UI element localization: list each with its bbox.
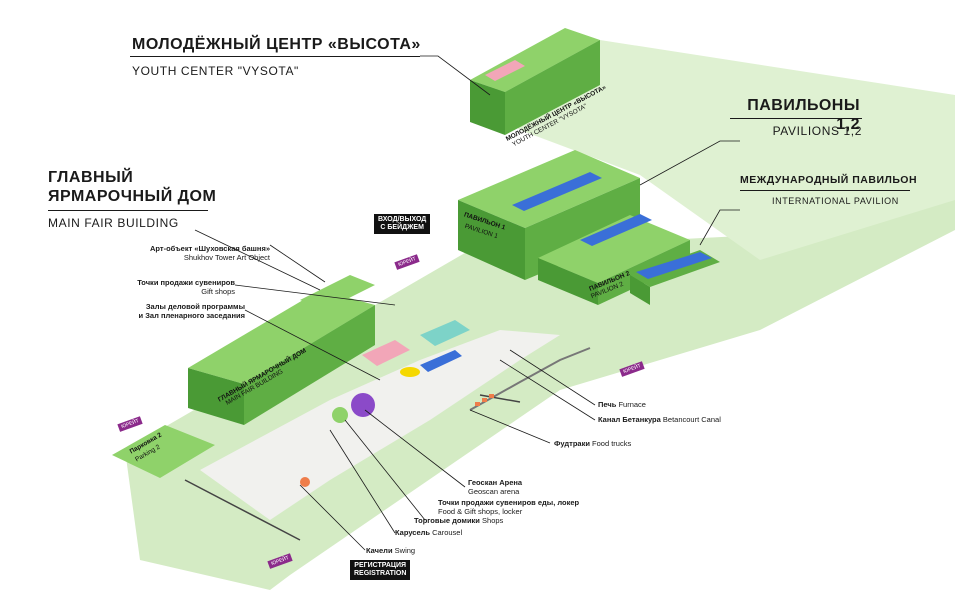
souvenir-ru: Точки продажи сувениров: [137, 278, 235, 287]
food-truck-2: [482, 398, 487, 402]
main-building-title-en: MAIN FAIR BUILDING: [48, 216, 179, 230]
swing-ru: Качели: [366, 546, 393, 555]
plaza-path: [200, 330, 560, 520]
leader-lines: [194, 55, 740, 551]
halls-ru-1: Залы деловой программы: [145, 302, 245, 311]
foodtrucks-callout: Фудтраки Food trucks: [554, 439, 631, 448]
canal-ru: Канал Бетанкура: [598, 415, 661, 424]
entrance-tag: ВХОД/ВЫХОД С БЕЙДЖЕМ: [374, 214, 431, 234]
shops-callout: Торговые домики Shops: [414, 516, 503, 525]
swing: [300, 477, 310, 487]
furnace-en: Furnace: [618, 400, 646, 409]
pavilion-1-top: [458, 150, 640, 228]
divider: [740, 190, 910, 191]
art-object-en: Shukhov Tower Art Object: [183, 253, 270, 262]
carousel-callout: Карусель Carousel: [395, 528, 462, 537]
canal-callout: Канал Бетанкура Betancourt Canal: [598, 415, 721, 424]
international-pavilion-title-en: INTERNATIONAL PAVILION: [772, 196, 899, 206]
registration-tag-line-2: REGISTRATION: [354, 570, 407, 577]
fence: [184, 394, 521, 541]
pavilions-title-ru: ПАВИЛЬОНЫ 1,2: [747, 97, 860, 133]
food-gift-ru: Точки продажи сувениров еды, локер: [438, 498, 580, 507]
pavilion-2-exhibit: [580, 214, 652, 246]
carousel-en: Carousel: [432, 528, 463, 537]
pavilion-1-side: [458, 200, 525, 280]
entrance-tag-line-2: С БЕЙДЖЕМ: [380, 224, 424, 231]
divider: [130, 56, 420, 57]
geoscan-callout: Геоскан Арена Geoscan arena: [468, 478, 522, 496]
furnace-ru: Печь: [598, 400, 617, 409]
divider: [730, 118, 862, 119]
pavilion-2-top: [538, 215, 690, 283]
food-gift-en: Food & Gift shops, locker: [438, 507, 523, 516]
registration-tag: РЕГИСТРАЦИЯ REGISTRATION: [350, 560, 411, 580]
plaza-pink-area: [362, 340, 410, 366]
divider: [48, 210, 208, 211]
main-building-title-ru-1: ГЛАВНЫЙ: [48, 169, 134, 186]
plaza-teal-area: [420, 320, 470, 346]
registration-tag-line-1: РЕГИСТРАЦИЯ: [354, 562, 407, 569]
art-object-callout: Арт-объект «Шуховская башня» Shukhov Tow…: [120, 244, 270, 262]
furnace-callout: Печь Furnace: [598, 400, 646, 409]
international-pavilion-title-ru: МЕЖДУНАРОДНЫЙ ПАВИЛЬОН: [740, 174, 918, 186]
ground-upper: [470, 40, 955, 260]
foodtrucks-en: Food trucks: [592, 439, 632, 448]
main-building-title-ru-2: ЯРМАРОЧНЫЙ ДОМ: [48, 188, 217, 205]
youth-center-side: [470, 80, 505, 135]
youth-center-title-ru: МОЛОДЁЖНЫЙ ЦЕНТР «ВЫСОТА»: [132, 36, 421, 53]
main-building-rear-wing: [300, 275, 375, 310]
plaza-blue-kiosk: [420, 350, 462, 372]
main-building-side: [188, 368, 244, 425]
pavilions-title-en: PAVILIONS 1,2: [772, 124, 862, 138]
shops-ru: Торговые домики: [414, 516, 480, 525]
carousel-ru: Карусель: [395, 528, 431, 537]
canal-en: Betancourt Canal: [662, 415, 721, 424]
swing-en: Swing: [394, 546, 416, 555]
pavilion-2-side: [538, 258, 598, 305]
shops-en: Shops: [482, 516, 504, 525]
food-gift-callout: Точки продажи сувениров еды, локер Food …: [438, 498, 579, 516]
food-truck-1: [475, 402, 480, 406]
main-building-top: [188, 290, 375, 384]
geoscan-arena: [351, 393, 375, 417]
foodtrucks-ru: Фудтраки: [554, 439, 590, 448]
art-object-ru: Арт-объект «Шуховская башня»: [150, 244, 270, 253]
swing-callout: Качели Swing: [366, 546, 415, 555]
halls-ru-2: и Зал пленарного заседания: [138, 311, 245, 320]
souvenir-callout: Точки продажи сувениров Gift shops: [100, 278, 235, 296]
entrance-tag-line-1: ВХОД/ВЫХОД: [378, 216, 427, 223]
international-pavilion-front: [630, 275, 650, 305]
youth-room-pink: [485, 60, 525, 81]
parking-area: [112, 425, 215, 478]
carousel: [332, 407, 348, 423]
halls-callout: Залы деловой программы и Зал пленарного …: [110, 302, 245, 320]
betancourt-canal: [469, 347, 591, 411]
youth-center-title-en: YOUTH CENTER "VYSOTA": [132, 64, 299, 78]
souvenir-en: Gift shops: [201, 287, 235, 296]
food-truck-3: [489, 394, 494, 398]
international-pavilion-roof: [636, 252, 712, 279]
geoscan-ru: Геоскан Арена: [468, 478, 523, 487]
yellow-stage: [400, 367, 420, 377]
pavilion-1-exhibit: [512, 172, 602, 211]
youth-center-front: [505, 40, 600, 135]
geoscan-en: Geoscan arena: [468, 487, 520, 496]
main-building-front: [244, 305, 375, 425]
